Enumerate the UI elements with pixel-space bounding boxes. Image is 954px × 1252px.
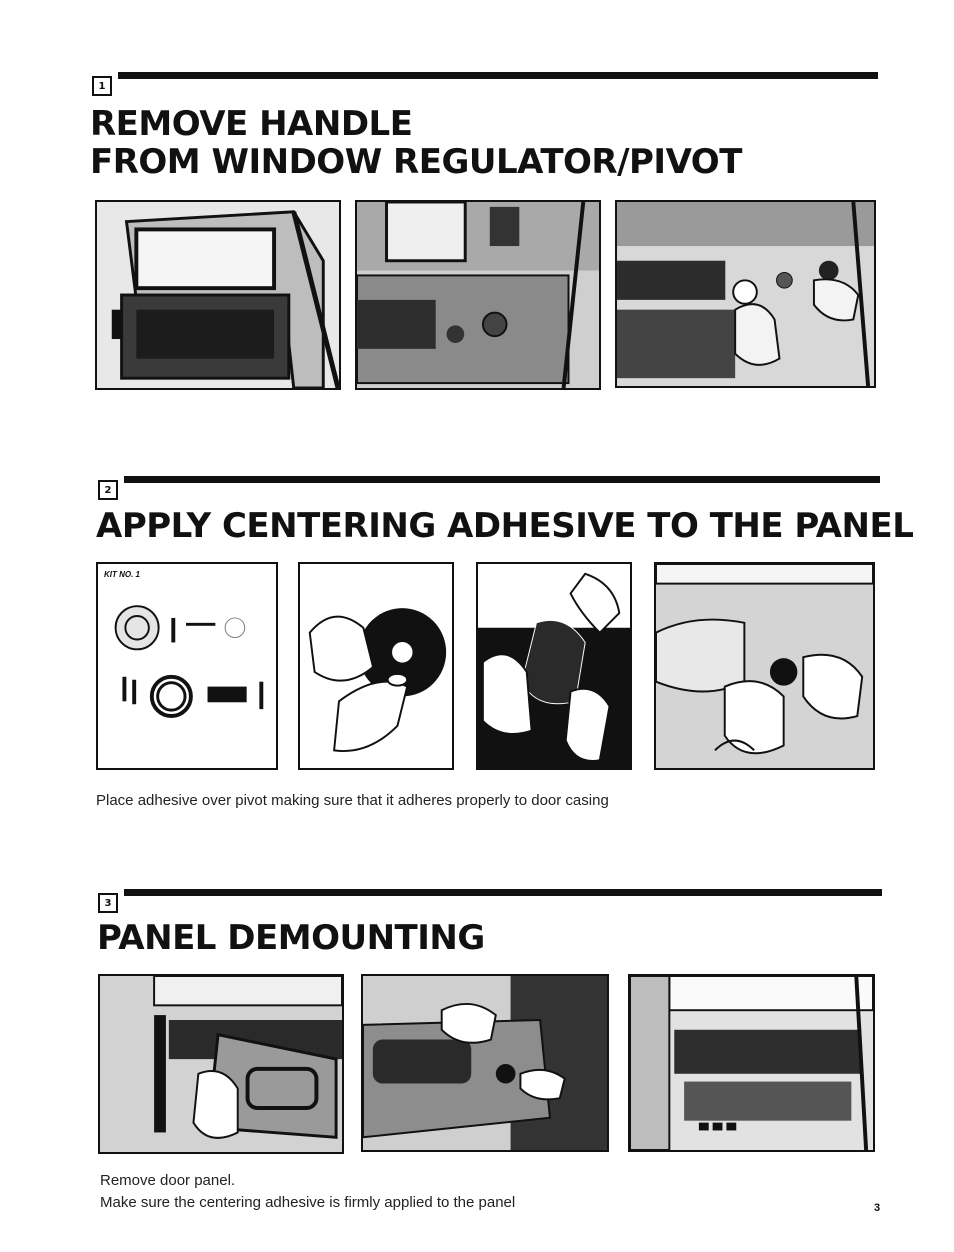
section-2-rule (124, 476, 880, 483)
step-number-2: 2 (98, 480, 118, 500)
kit-label: KIT NO. 1 (104, 570, 141, 579)
section-2-caption: Place adhesive over pivot making sure th… (96, 792, 609, 809)
photo-open-car-door (95, 200, 341, 390)
photo-hand-removing-handle (615, 200, 876, 388)
photo-removing-panel (361, 974, 609, 1152)
step-number-3: 3 (98, 893, 118, 913)
section-1-title-line-2: FROM WINDOW REGULATOR/PIVOT (90, 142, 742, 182)
section-3-rule (124, 889, 882, 896)
photo-adhesive-disc (298, 562, 454, 770)
section-3-caption-line-2: Make sure the centering adhesive is firm… (100, 1194, 516, 1211)
section-1-title-line-1: REMOVE HANDLE (90, 104, 413, 144)
section-1-rule (118, 72, 878, 79)
section-2-title: APPLY CENTERING ADHESIVE TO THE PANEL (96, 506, 914, 546)
photo-placing-adhesive-on-door (654, 562, 875, 770)
photo-lifting-panel (98, 974, 344, 1154)
page-number: 3 (874, 1202, 881, 1214)
section-3-title: PANEL DEMOUNTING (97, 918, 485, 958)
section-3-caption-line-1: Remove door panel. (100, 1172, 236, 1189)
photo-door-panel-handle (355, 200, 601, 390)
step-number-1: 1 (92, 76, 112, 96)
photo-peeling-adhesive (476, 562, 632, 770)
photo-kit-contents (96, 562, 278, 770)
photo-door-without-panel (628, 974, 875, 1152)
